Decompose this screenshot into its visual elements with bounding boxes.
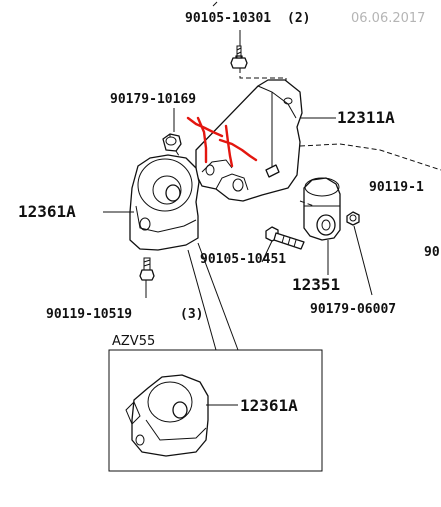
label-nut-left: 90179-10169 (110, 92, 196, 107)
bolt-bottom (139, 257, 155, 281)
bolt-mid (265, 226, 305, 250)
engine-mount (129, 154, 200, 251)
leader-inset-b (197, 242, 239, 351)
dash-right-assembly (299, 143, 441, 171)
leader-nut-right (353, 225, 373, 296)
label-bolt-top: 90105-10301 (185, 11, 271, 26)
label-bolt-bottom: 90119-10519 (46, 307, 132, 322)
engine-mount-inset (125, 374, 209, 457)
label-mount-left: 12361A (18, 202, 76, 221)
red-annotation (186, 116, 258, 168)
bushing (303, 177, 341, 241)
label-mount-inset: 12361A (240, 396, 298, 415)
label-bolt-right-cut: 90119-1 (369, 180, 424, 195)
leader-top-tick (212, 1, 218, 7)
bracket (195, 79, 303, 202)
label-bolt-bottom-qty: (3) (180, 307, 203, 322)
label-date: 06.06.2017 (351, 11, 425, 26)
inset-box (108, 349, 323, 472)
leader-bolt-mid (261, 240, 273, 263)
dash-bushing (299, 200, 315, 207)
bolt-top (230, 45, 248, 69)
label-bushing: 12351 (292, 275, 340, 294)
label-bolt-top-qty: (2) (287, 11, 310, 26)
label-bolt-mid: 90105-10451 (200, 252, 286, 267)
label-cut-right: 90 (424, 245, 440, 260)
label-bracket: 12311A (337, 108, 395, 127)
nut-left (162, 133, 182, 152)
label-variant: AZV55 (112, 334, 155, 349)
nut-right (346, 211, 360, 226)
leader-inset-a (187, 249, 217, 351)
label-nut-right: 90179-06007 (310, 302, 396, 317)
